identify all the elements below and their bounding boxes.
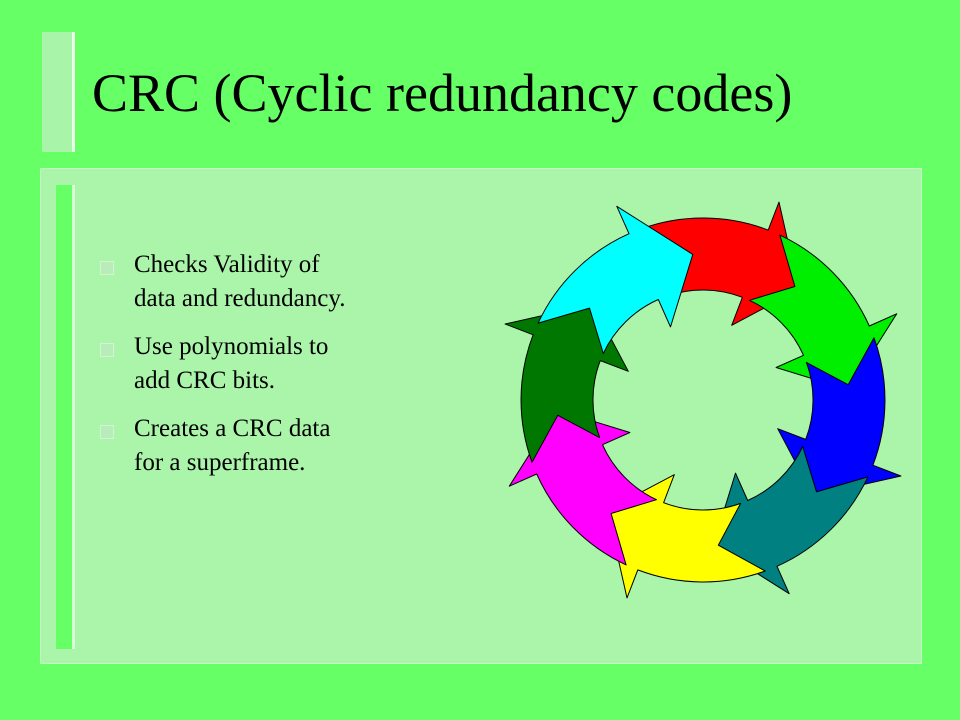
bullet-item: Checks Validity of data and redundancy. [100,248,460,316]
title-accent-bar [42,32,75,152]
bullet-text-line: add CRC bits. [134,367,275,394]
bullet-text-line: Use polynomials to [134,333,329,360]
bullet-text-line: for a superframe. [134,449,306,476]
bullet-square-icon [100,343,114,357]
bullet-list: Checks Validity of data and redundancy. … [100,248,460,494]
bullet-item: Use polynomials to add CRC bits. [100,330,460,398]
bullet-square-icon [100,425,114,439]
bullet-text-line: Checks Validity of [134,251,320,278]
cycle-arrow-diagram [504,201,902,599]
bullet-text-line: data and redundancy. [134,285,346,312]
cyan-arrow [537,205,694,354]
bullet-item: Creates a CRC data for a superframe. [100,412,460,480]
slide-title: CRC (Cyclic redundancy codes) [92,63,793,123]
bullet-square-icon [100,261,114,275]
content-accent-bar [56,185,75,649]
bullet-text-line: Creates a CRC data [134,415,331,442]
